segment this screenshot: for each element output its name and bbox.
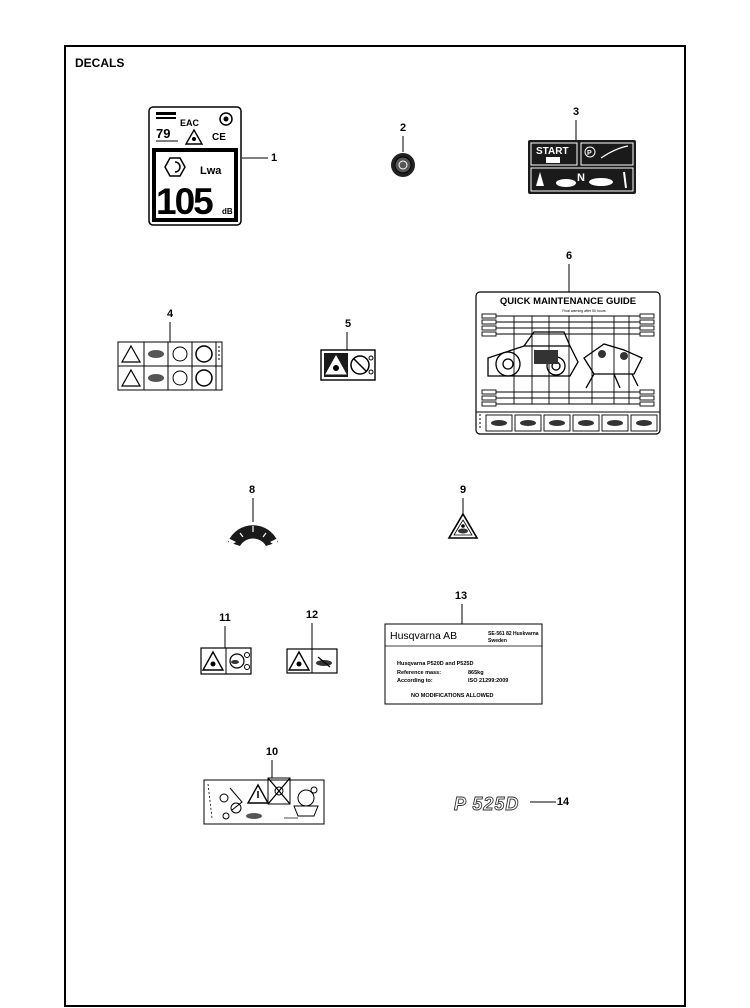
decal-14-model-text: P 525D: [454, 794, 519, 814]
decal-5-warning-label: [320, 332, 376, 381]
decal-1-sound-level: 105: [156, 181, 213, 222]
callout-5: 5: [344, 318, 352, 330]
callout-8: 8: [248, 484, 256, 496]
decal-6-title: QUICK MAINTENANCE GUIDE: [500, 296, 636, 307]
decal-13-address-line2: Sweden: [488, 638, 507, 644]
callout-12: 12: [305, 609, 319, 621]
decal-13-standard-label: According to:: [397, 678, 433, 684]
callout-11: 11: [219, 612, 231, 624]
decal-3-park: P: [587, 150, 592, 157]
decal-13-mass-value: 865kg: [468, 670, 484, 676]
callout-4: 4: [166, 308, 174, 320]
decal-11-warning-label: [200, 626, 252, 675]
decal-13-address-line1: SE-561 82 Huskvarna: [488, 631, 539, 637]
decal-13-notice: NO MODIFICATIONS ALLOWED: [411, 693, 494, 699]
decal-1-code: 79: [156, 126, 170, 141]
decal-12-warning-label: [286, 623, 338, 674]
page-frame: [64, 45, 686, 1007]
svg-text:CE: CE: [212, 132, 226, 143]
decal-4-warning-strip: [117, 322, 223, 391]
decal-13-mass-label: Reference mass:: [397, 670, 441, 676]
decal-8-arc-scale: [228, 498, 278, 546]
decal-1-lwa: Lwa: [200, 165, 222, 177]
decal-13-type-plate: Husqvarna AB SE-561 82 Huskvarna Sweden …: [384, 604, 543, 705]
decal-1-unit: dB: [222, 207, 233, 216]
decal-9-warning-triangle: [447, 498, 479, 539]
callout-9: 9: [459, 484, 467, 496]
decal-3-neutral: N: [577, 172, 585, 184]
decal-1-eac: EAC: [180, 118, 200, 128]
decal-6-subtitle: Final warning after 50 hours: [562, 309, 606, 313]
callout-14: 14: [556, 796, 570, 808]
decal-13-models: Husqvarna P520D and P525D: [397, 661, 473, 667]
decal-13-company: Husqvarna AB: [390, 630, 457, 642]
callout-10: 10: [265, 746, 279, 758]
callout-2: 2: [399, 122, 407, 134]
callout-13: 13: [454, 590, 468, 602]
decal-14-model-badge: P 525D: [454, 794, 519, 815]
callout-1: 1: [270, 152, 278, 164]
page-title: DECALS: [75, 56, 125, 70]
callout-6: 6: [565, 250, 573, 262]
decal-3-control-panel: START P N: [528, 120, 636, 194]
decal-13-standard-value: ISO 21299:2009: [468, 678, 508, 684]
decal-3-start: START: [536, 146, 569, 157]
decal-10-warning-label: [203, 760, 325, 825]
leader-14: [530, 801, 556, 803]
callout-3: 3: [572, 106, 580, 118]
decal-2-round-sticker: [391, 136, 415, 177]
decal-6-maintenance-guide: QUICK MAINTENANCE GUIDE Final warning af…: [475, 264, 661, 435]
leader-1: [242, 157, 268, 159]
decal-1-noise-label: EAC 79 CE Lwa 105 dB: [148, 106, 242, 226]
